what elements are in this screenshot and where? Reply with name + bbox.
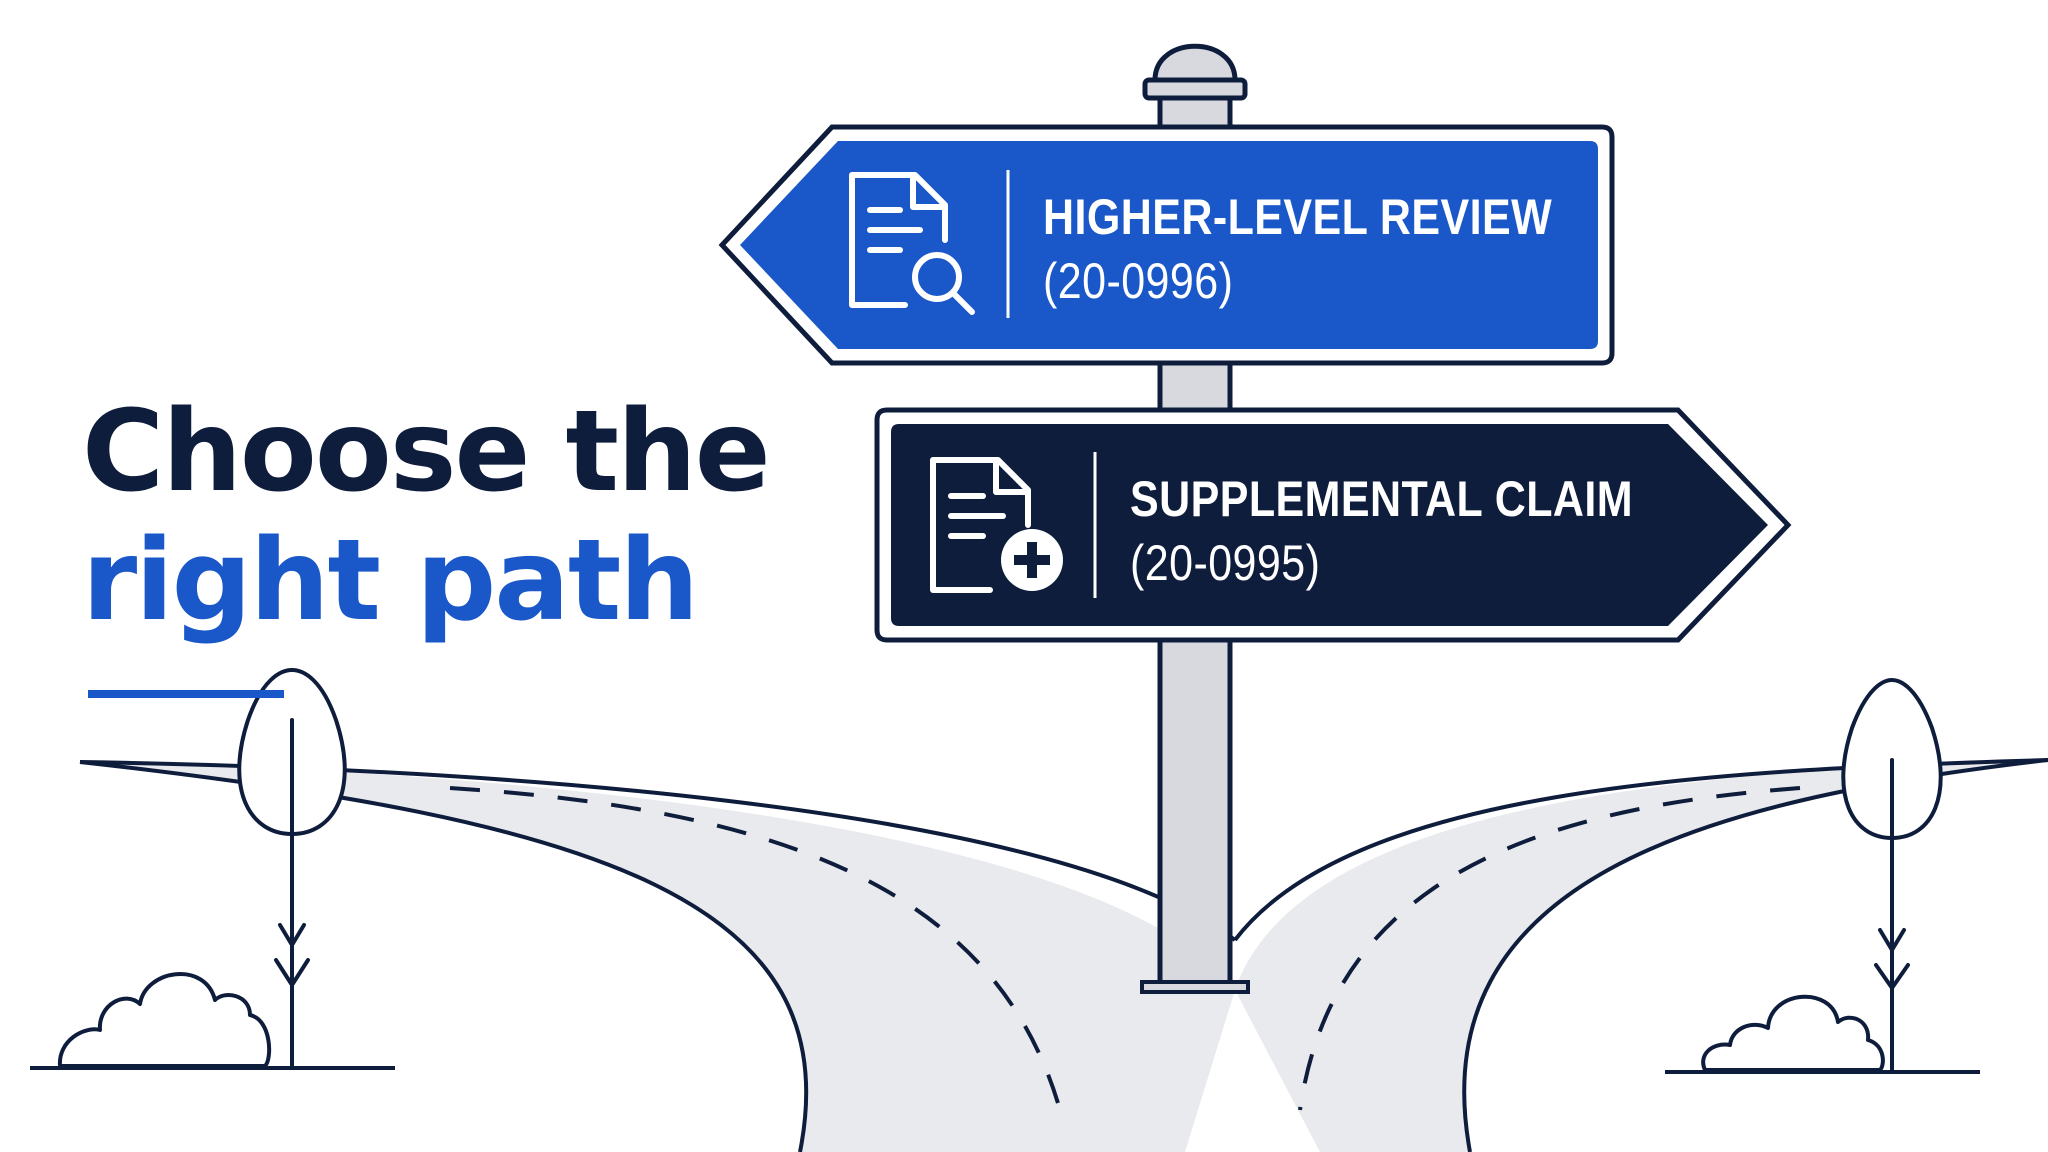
headline: Choose the right path [82, 387, 771, 646]
sign-form-code: (20-0996) [1043, 253, 1234, 309]
left-road [80, 762, 1235, 1152]
headline-line-1: Choose the [82, 387, 771, 517]
left-road-lane-marking [449, 786, 1062, 1111]
headline-underline [88, 690, 284, 698]
sign-title: SUPPLEMENTAL CLAIM [1130, 471, 1634, 527]
plus-circle-icon [1001, 529, 1063, 591]
sign-supplemental-claim-label[interactable]: SUPPLEMENTAL CLAIM (20-0995) [1130, 467, 1633, 595]
forked-road [79, 758, 2048, 1152]
headline-line-2: right path [82, 515, 699, 646]
sign-title: HIGHER-LEVEL REVIEW [1043, 189, 1553, 245]
document-add-icon [930, 457, 1031, 593]
right-bush-icon [1701, 994, 1885, 1072]
sign-supplemental-claim[interactable] [874, 407, 1792, 643]
sign-form-code: (20-0995) [1130, 535, 1321, 591]
sign-higher-level-review-label[interactable]: HIGHER-LEVEL REVIEW (20-0996) [1043, 185, 1552, 313]
document-search-icon [849, 172, 975, 315]
left-bush-icon [57, 972, 272, 1068]
right-tree-icon [1841, 678, 1943, 1074]
right-road [1235, 760, 2048, 1152]
left-tree-icon [237, 668, 347, 1070]
right-road-lane-marking [1298, 786, 1801, 1111]
sign-higher-level-review[interactable] [718, 124, 1615, 366]
